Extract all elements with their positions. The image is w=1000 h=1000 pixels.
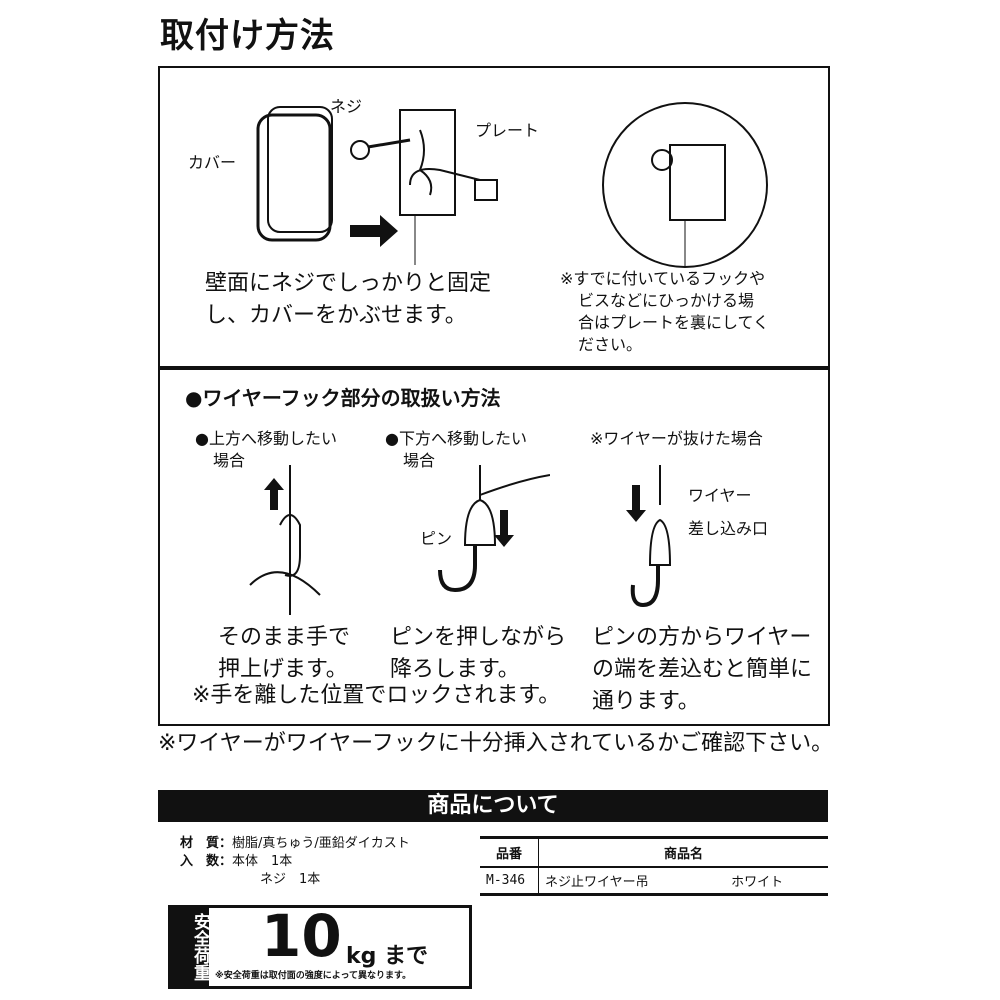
step3-text: 通ります。 — [592, 689, 700, 714]
header-product-name: 商品名 — [663, 847, 703, 862]
quantity-value: 本体 1本 — [232, 854, 293, 869]
install-note-line: ださい。 — [578, 335, 643, 354]
step1-text: 押上げます。 — [218, 657, 348, 682]
step3-text: の端を差込むと簡単に — [592, 657, 813, 682]
product-table: 品番 商品名 M-346 ネジ止ワイヤー吊 ホワイト — [480, 836, 828, 896]
wire-label: ワイヤー — [688, 486, 752, 505]
quantity-value: ネジ 1本 — [260, 872, 321, 887]
step3-caption: ※ワイヤーが抜けた場合 — [590, 429, 763, 448]
lock-note: ※手を離した位置でロックされます。 — [192, 683, 561, 708]
header-product-number: 品番 — [480, 837, 539, 867]
page-title: 取付け方法 — [160, 16, 335, 56]
safe-load-note: ※安全荷重は取付面の強度によって異なります。 — [215, 971, 412, 981]
cover-label: カバー — [188, 153, 237, 172]
safe-load-label: 安全荷重 — [171, 908, 210, 986]
material-label: 材 質： — [180, 836, 233, 851]
material-value: 樹脂/真ちゅう/亜鉛ダイカスト — [232, 836, 410, 851]
handling-section — [158, 366, 830, 726]
insertion-port-label: 差し込み口 — [688, 519, 769, 538]
hook-insert-illustration — [626, 465, 672, 608]
quantity-label: 入 数： — [180, 854, 233, 869]
product-number: M-346 — [480, 867, 539, 895]
detail-illustration — [602, 102, 768, 268]
hook-down-illustration — [438, 465, 550, 593]
pin-label: ピン — [420, 529, 453, 548]
install-note-line: ビスなどにひっかける場 — [578, 291, 755, 310]
product-name: ネジ止ワイヤー吊 — [545, 875, 649, 890]
step2-caption: 場合 — [403, 451, 436, 470]
product-heading: 商品について — [158, 790, 828, 822]
install-illustration — [256, 106, 498, 265]
safe-load-value: 10 — [261, 902, 342, 970]
step1-text: そのまま手で — [218, 625, 351, 650]
step1-caption: 場合 — [213, 451, 246, 470]
safe-load-box: 安全荷重 10 kg まで ※安全荷重は取付面の強度によって異なります。 — [168, 902, 472, 989]
install-note-line: ※すでに付いているフックや — [560, 269, 766, 288]
step2-text: 降ろします。 — [390, 657, 520, 682]
safe-load-unit: kg まで — [346, 944, 429, 969]
screw-label: ネジ — [330, 97, 363, 116]
step1-caption: ●上方へ移動したい — [195, 429, 337, 448]
step2-caption: ●下方へ移動したい — [385, 429, 527, 448]
install-section — [158, 66, 830, 370]
insert-note: ※ワイヤーがワイヤーフックに十分挿入されているかご確認下さい。 — [158, 731, 834, 756]
handling-heading: ●ワイヤーフック部分の取扱い方法 — [185, 386, 501, 410]
install-instruction-line: し、カバーをかぶせます。 — [205, 303, 467, 328]
install-instruction-line: 壁面にネジでしっかりと固定 — [205, 271, 492, 296]
hook-up-illustration — [249, 465, 321, 615]
install-note-line: 合はプレートを裏にしてく — [578, 313, 770, 332]
step2-text: ピンを押しながら — [390, 625, 567, 650]
product-color: ホワイト — [731, 875, 784, 890]
step3-text: ピンの方からワイヤー — [592, 625, 812, 650]
plate-label: プレート — [475, 121, 540, 140]
